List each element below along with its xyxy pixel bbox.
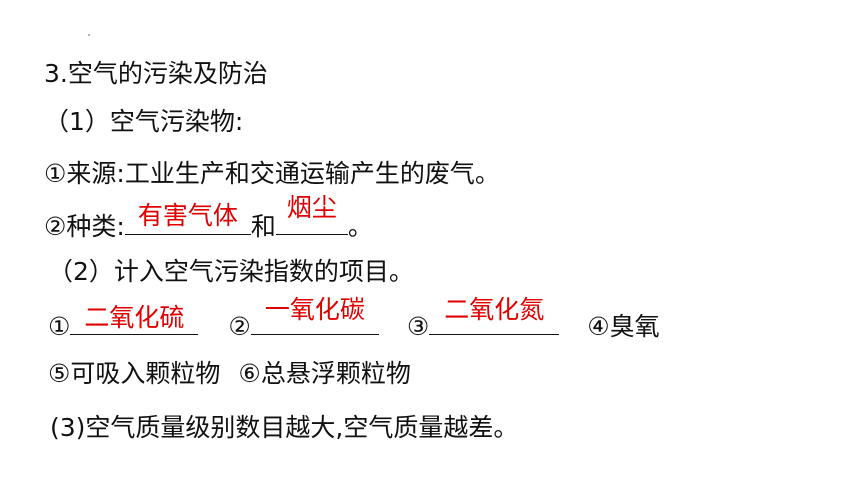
item-2-num: ② (228, 312, 251, 341)
aqi-items-row: ① 二氧化硫 ② 一氧化碳 ③ 二氧化氮 ④臭氧 (48, 296, 660, 343)
blank-4: 一氧化碳 (250, 296, 379, 335)
blank-2: 烟尘 (275, 194, 348, 235)
kinds-prefix: ②种类: (44, 212, 125, 241)
answer-carbon-monoxide: 一氧化碳 (264, 295, 365, 324)
answer-nitrogen-dioxide: 二氧化氮 (444, 295, 545, 324)
item-5: ⑤可吸入颗粒物 (48, 359, 221, 388)
air-quality-note: (3)空气质量级别数目越大,空气质量越差。 (50, 413, 519, 442)
kinds-suffix: 。 (347, 212, 373, 241)
section-heading: 3.空气的污染及防治 (44, 59, 268, 88)
subsection-aqi-items: （2）计入空气污染指数的项目。 (48, 257, 414, 286)
item-6: ⑥总悬浮颗粒物 (238, 359, 411, 388)
stray-dot (88, 34, 90, 36)
blank-5: 二氧化氮 (429, 296, 560, 335)
answer-sulfur-dioxide: 二氧化硫 (84, 303, 185, 332)
item-3-num: ③ (406, 312, 430, 341)
blank-3: 二氧化硫 (70, 304, 199, 335)
pollution-source: ①来源:工业生产和交通运输产生的废气。 (44, 159, 500, 188)
answer-harmful-gas: 有害气体 (137, 201, 238, 230)
answer-smoke-dust: 烟尘 (286, 193, 337, 222)
item-1-num: ① (48, 312, 71, 341)
pollutant-kinds: ②种类: 有害气体和烟尘。 (44, 194, 373, 243)
blank-1: 有害气体 (124, 202, 251, 235)
subsection-pollutants: （1）空气污染物: (44, 107, 244, 136)
kinds-middle: 和 (250, 212, 276, 241)
item-4-ozone: ④臭氧 (587, 312, 660, 341)
aqi-items-row-2: ⑤可吸入颗粒物 ⑥总悬浮颗粒物 (48, 358, 411, 390)
